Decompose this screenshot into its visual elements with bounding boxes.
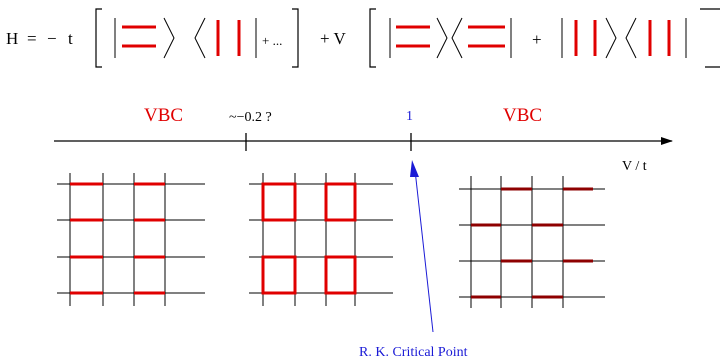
ket-angle — [605, 17, 617, 59]
phase-diagram-axis: VBC ~−0.2 ? 1 VBC V / t — [54, 105, 673, 174]
ket-angle — [436, 17, 448, 59]
plaquette-bonds — [261, 182, 357, 295]
plus-v-term: + V — [320, 29, 347, 48]
lattice-staggered-vbc — [459, 176, 605, 308]
hamiltonian-lhs: H — [6, 29, 18, 48]
bra-angle — [194, 17, 206, 59]
dimer-bonds — [70, 182, 165, 295]
lattice-grid — [249, 173, 393, 306]
bra-vertical-dimers — [194, 17, 257, 59]
bra-vertical-dimers-2 — [625, 17, 687, 59]
lattice-plaquette — [249, 173, 393, 306]
bracket-right-1 — [292, 8, 299, 68]
ket-vertical-dimers — [561, 17, 617, 59]
plus-sign: + — [532, 30, 542, 49]
rk-point-value: 1 — [406, 109, 413, 124]
lattice-grid — [57, 173, 205, 306]
plus-hermitian-conjugate: + ... — [262, 33, 282, 48]
left-phase-label: VBC — [144, 105, 183, 126]
lattice-grid — [459, 176, 605, 308]
ket-horizontal-dimers — [114, 17, 175, 59]
ket-angle — [163, 17, 175, 59]
hamiltonian-equation: H = − t + ... + V — [6, 8, 720, 68]
right-phase-label: VBC — [503, 105, 542, 126]
bra-angle — [625, 17, 637, 59]
critical-point-label: R. K. Critical Point — [359, 345, 468, 360]
minus-sign: − — [47, 29, 57, 48]
axis-label: V / t — [622, 159, 647, 174]
equals-sign: = — [27, 29, 37, 48]
hopping-t: t — [68, 29, 73, 48]
critical-point-arrow — [414, 169, 434, 333]
bra-angle — [451, 17, 463, 59]
left-transition-value: ~−0.2 ? — [229, 110, 272, 125]
bra-horizontal-dimers — [451, 17, 512, 59]
arrow-head-icon — [410, 160, 419, 177]
bracket-left-2 — [369, 8, 376, 68]
lattice-columnar-vbc — [57, 173, 205, 306]
bracket-left-1 — [95, 8, 102, 68]
dimer-bonds — [471, 187, 593, 299]
bracket-right-2 — [700, 8, 720, 68]
critical-point-pointer: R. K. Critical Point — [359, 160, 468, 360]
ket-horizontal-dimers-2 — [389, 17, 448, 59]
